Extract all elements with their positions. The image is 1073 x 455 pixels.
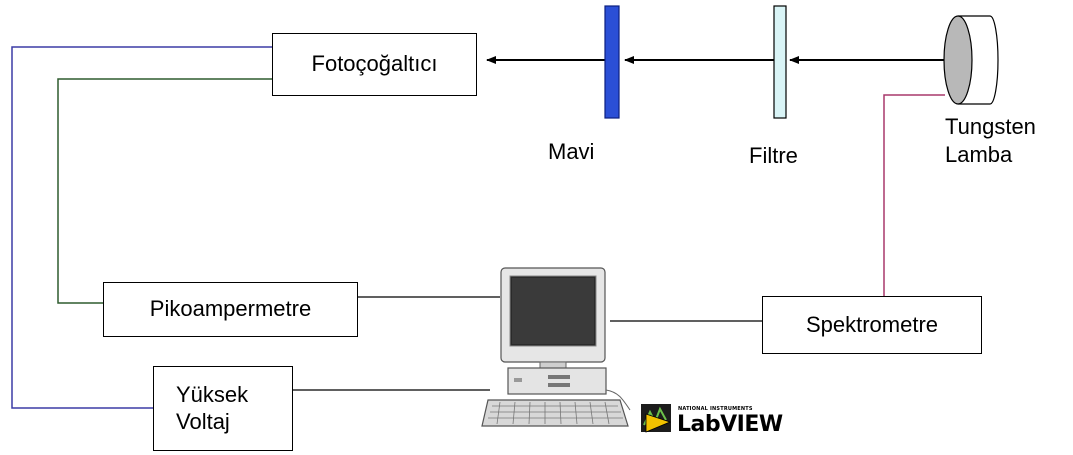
filter-label: Filtre (749, 143, 798, 168)
blue-filter (604, 5, 620, 119)
wire-picoammeter-to-photomultiplier (57, 78, 272, 304)
labview-text: LabVIEW (677, 412, 783, 437)
tungsten-lamp-label-line1: Tungsten (945, 114, 1036, 139)
picoammeter-label: Pikoampermetre (149, 296, 312, 322)
blue-filter-label: Mavi (548, 139, 595, 164)
tungsten-lamp-label: Tungsten Lamba (945, 113, 1036, 168)
national-instruments-text: NATIONAL INSTRUMENTS (678, 406, 753, 412)
wire-high-voltage-to-photomultiplier (11, 46, 272, 409)
photomultiplier-label: Fotoçoğaltıcı (311, 51, 438, 77)
high-voltage-label-line2: Voltaj (176, 408, 230, 434)
spectrometer-box: Spektrometre (762, 296, 982, 354)
photomultiplier-box: Fotoçoğaltıcı (272, 33, 477, 96)
high-voltage-box: Yüksek Voltaj (153, 366, 293, 451)
tungsten-lamp-icon (943, 15, 999, 105)
filter (773, 5, 787, 119)
labview-logo-icon (641, 404, 672, 433)
picoammeter-box: Pikoampermetre (103, 282, 358, 337)
computer-icon (481, 267, 631, 427)
wire-spectrometer-to-lamp (883, 94, 945, 296)
tungsten-lamp-label-line2: Lamba (945, 141, 1013, 167)
spectrometer-label: Spektrometre (805, 311, 939, 337)
high-voltage-label-line1: Yüksek (176, 382, 249, 408)
